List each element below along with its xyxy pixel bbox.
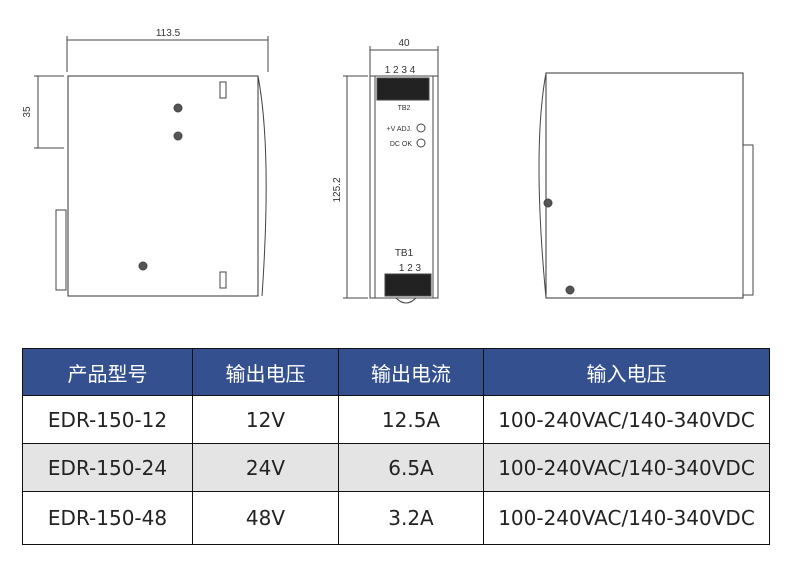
- cell-model: EDR-150-24: [22, 443, 193, 492]
- tb2-label: TB2: [398, 105, 411, 112]
- vadj-label: +V ADJ.: [387, 126, 413, 133]
- cell-model: EDR-150-12: [22, 395, 193, 444]
- cell-output-current: 12.5A: [338, 395, 484, 444]
- table-header-row: 产品型号 输出电压 输出电流 输入电压: [22, 348, 770, 396]
- cell-input-voltage: 100-240VAC/140-340VDC: [483, 491, 770, 545]
- cell-output-voltage: 24V: [192, 443, 339, 492]
- cell-output-voltage: 48V: [192, 491, 339, 545]
- cell-output-current: 6.5A: [338, 443, 484, 492]
- front-view: 40 125.2 1 2 3 4 TB2 +V ADJ. DC OK TB1 1…: [332, 38, 439, 304]
- technical-drawing: 113.5 35 40 125.2 1 2 3 4 TB2 +V ADJ. DC…: [22, 28, 754, 304]
- cell-input-voltage: 100-240VAC/140-340VDC: [483, 443, 770, 492]
- tb1-pins: 1 2 3: [399, 263, 422, 274]
- table-row: EDR-150-12 12V 12.5A 100-240VAC/140-340V…: [22, 395, 770, 444]
- table-row: EDR-150-24 24V 6.5A 100-240VAC/140-340VD…: [22, 443, 770, 492]
- side-view-left: 113.5 35: [22, 28, 269, 297]
- header-output-voltage: 输出电压: [192, 348, 339, 396]
- header-model: 产品型号: [22, 348, 193, 396]
- table-row: EDR-150-48 48V 3.2A 100-240VAC/140-340VD…: [22, 491, 770, 545]
- cell-output-current: 3.2A: [338, 491, 484, 545]
- width-dimension: 113.5: [156, 28, 181, 39]
- front-width-dimension: 40: [398, 38, 410, 49]
- tb2-pins: 1 2 3 4: [385, 65, 416, 76]
- cell-output-voltage: 12V: [192, 395, 339, 444]
- dcok-label: DC OK: [390, 141, 413, 148]
- cell-model: EDR-150-48: [22, 491, 193, 545]
- header-output-current: 输出电流: [338, 348, 484, 396]
- spec-table: 产品型号 输出电压 输出电流 输入电压 EDR-150-12 12V 12.5A…: [22, 348, 770, 545]
- front-height-dimension: 125.2: [332, 177, 343, 202]
- tb1-label: TB1: [395, 248, 414, 259]
- header-input-voltage: 输入电压: [483, 348, 770, 396]
- side-view-right: [538, 72, 754, 299]
- height-dimension: 35: [22, 106, 33, 118]
- cell-input-voltage: 100-240VAC/140-340VDC: [483, 395, 770, 444]
